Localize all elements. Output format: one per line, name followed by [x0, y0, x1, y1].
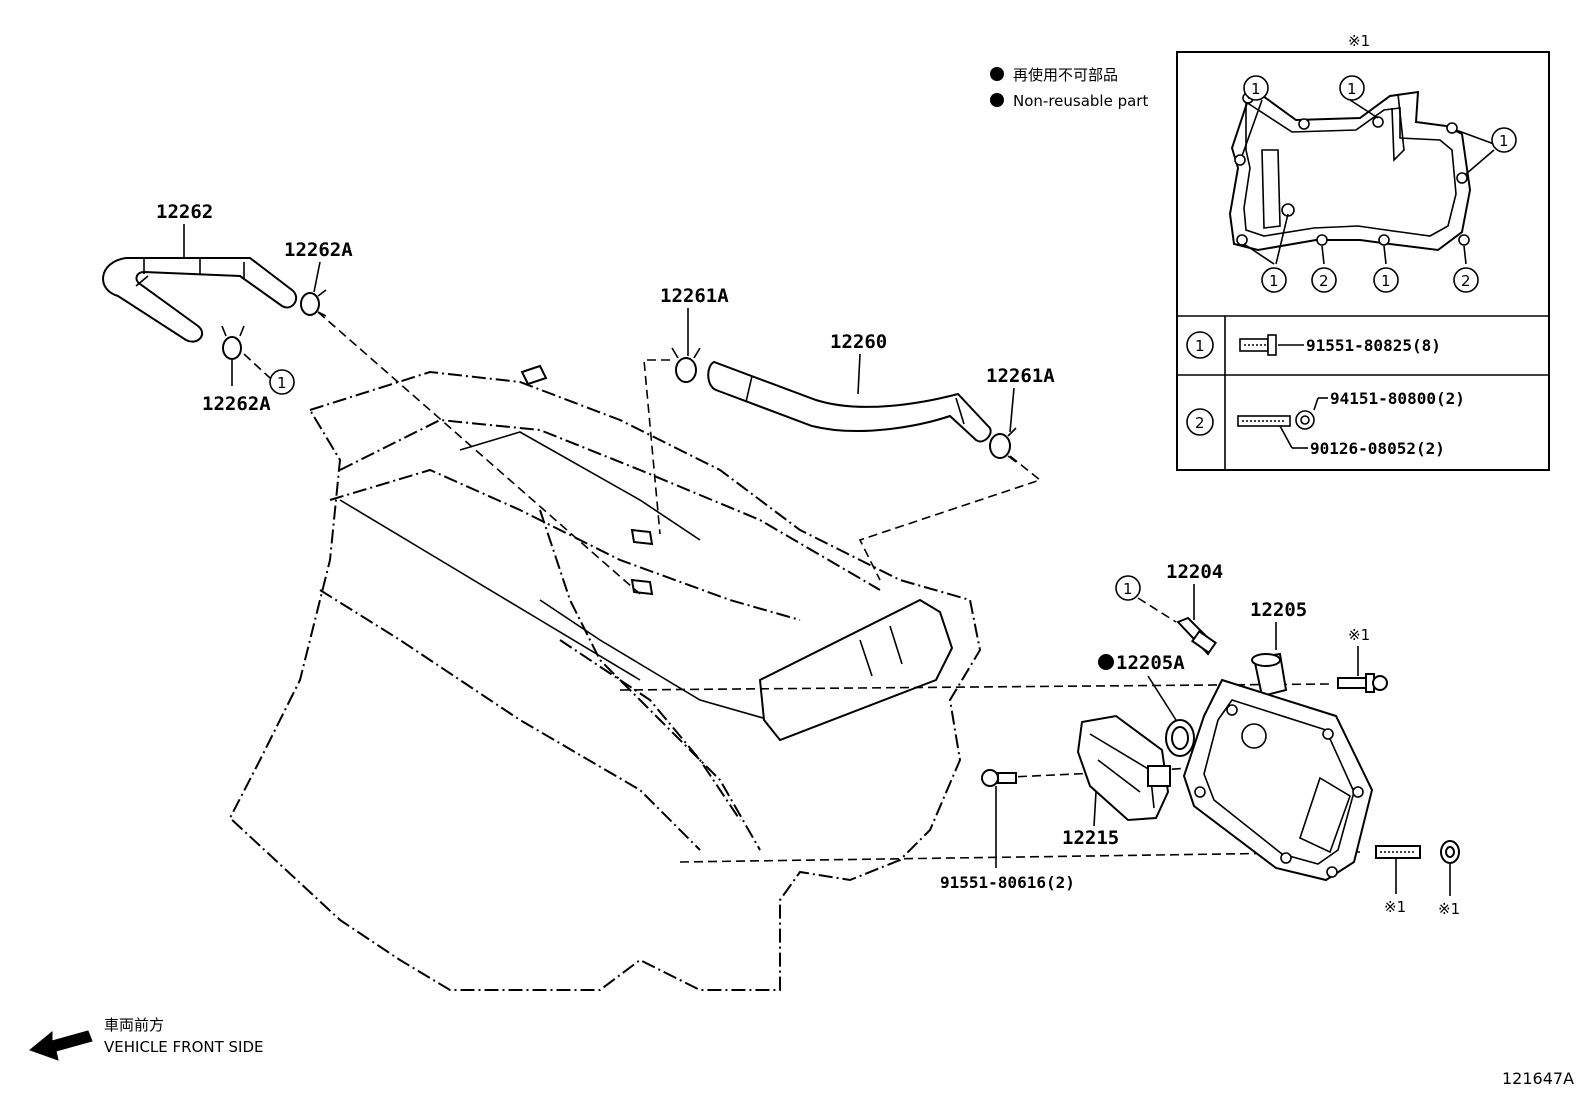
clip-12261A-right: [989, 427, 1017, 463]
callout-1: 1: [1261, 267, 1287, 293]
stud-bolt-icon: [1237, 415, 1291, 427]
legend: 再使用不可部品 Non-reusable part: [990, 66, 1148, 110]
svg-text:2: 2: [1461, 272, 1471, 290]
callout-2: 2: [1311, 267, 1337, 293]
label-91551-80616: 91551-80616(2): [940, 873, 1075, 892]
ref-mark-bolt: ※1: [1348, 626, 1370, 644]
figure-id: 121647A: [1502, 1069, 1574, 1088]
label-12204: 12204: [1166, 561, 1223, 583]
callout-1: 1: [1491, 127, 1517, 153]
front-label-jp: 車両前方: [104, 1016, 164, 1034]
callout-2: 2: [1453, 267, 1479, 293]
ref-mark-nut: ※1: [1438, 900, 1460, 918]
clip-12262A-top: [300, 289, 327, 317]
engine-block: [228, 364, 982, 991]
svg-text:1: 1: [1251, 80, 1261, 98]
part-94151-80800: 94151-80800(2): [1330, 389, 1465, 408]
gasket-outline: [1228, 86, 1472, 252]
callout-1: 1: [1373, 267, 1399, 293]
detail-row-1: 1 91551-80825(8): [1186, 331, 1441, 359]
part-91551-80825: 91551-80825(8): [1306, 336, 1441, 355]
non-reusable-dot-icon: [990, 93, 1004, 107]
part-90126-08052: 90126-08052(2): [1310, 439, 1445, 458]
detail-box: ※1: [1176, 32, 1550, 471]
label-12262A-top: 12262A: [284, 239, 353, 261]
detail-row-2: 2 94151-80800(2) 90126-08052(2): [1186, 389, 1465, 458]
label-12262: 12262: [156, 201, 213, 223]
flange-bolt-icon: [1239, 334, 1277, 356]
callout-1: 1: [269, 369, 295, 395]
nut-ref-1: [1440, 840, 1460, 864]
svg-text:2: 2: [1319, 272, 1329, 290]
svg-text:1: 1: [1269, 272, 1279, 290]
ref-mark-stud: ※1: [1384, 898, 1406, 916]
bolt-ref-1: [1337, 673, 1388, 693]
row-2-id: 2: [1195, 414, 1205, 432]
clip-12261A-left: [671, 347, 701, 383]
label-12215: 12215: [1062, 827, 1119, 849]
gasket-holes: [1234, 92, 1470, 246]
svg-text:1: 1: [1499, 132, 1509, 150]
label-12261A-left: 12261A: [660, 285, 729, 307]
hose-12260: [707, 360, 992, 443]
non-reusable-dot-icon: [990, 67, 1004, 81]
callout-1: 1: [1115, 575, 1141, 601]
label-12260: 12260: [830, 331, 887, 353]
part-12204: [1176, 616, 1218, 656]
legend-jp: 再使用不可部品: [1013, 66, 1118, 84]
label-12205A: 12205A: [1116, 652, 1185, 674]
stud-ref-1: [1375, 845, 1421, 859]
clip-12262A-bottom: [221, 325, 245, 360]
callout-1: 1: [1339, 75, 1365, 101]
non-reusable-dot-icon: [1098, 654, 1114, 670]
callout-1: 1: [1243, 75, 1269, 101]
cover-plate: [1182, 678, 1374, 882]
label-12262A-bottom: 12262A: [202, 393, 271, 415]
svg-text:1: 1: [1123, 580, 1133, 598]
svg-text:1: 1: [1347, 80, 1357, 98]
nut-icon: [1295, 410, 1315, 430]
legend-en: Non-reusable part: [1013, 92, 1148, 110]
part-12205A: [1165, 719, 1195, 757]
part-12205: [1251, 652, 1288, 698]
bolt-91551-80616: [981, 769, 1017, 787]
vehicle-front-arrow-icon: [28, 1030, 93, 1061]
hose-12262: [102, 257, 298, 343]
label-12261A-right: 12261A: [986, 365, 1055, 387]
front-label-en: VEHICLE FRONT SIDE: [104, 1038, 264, 1056]
part-12215: [1076, 714, 1171, 822]
svg-text:1: 1: [277, 374, 287, 392]
detail-ref-mark: ※1: [1348, 32, 1370, 50]
svg-text:1: 1: [1381, 272, 1391, 290]
row-1-id: 1: [1195, 337, 1205, 355]
label-12205: 12205: [1250, 599, 1307, 621]
